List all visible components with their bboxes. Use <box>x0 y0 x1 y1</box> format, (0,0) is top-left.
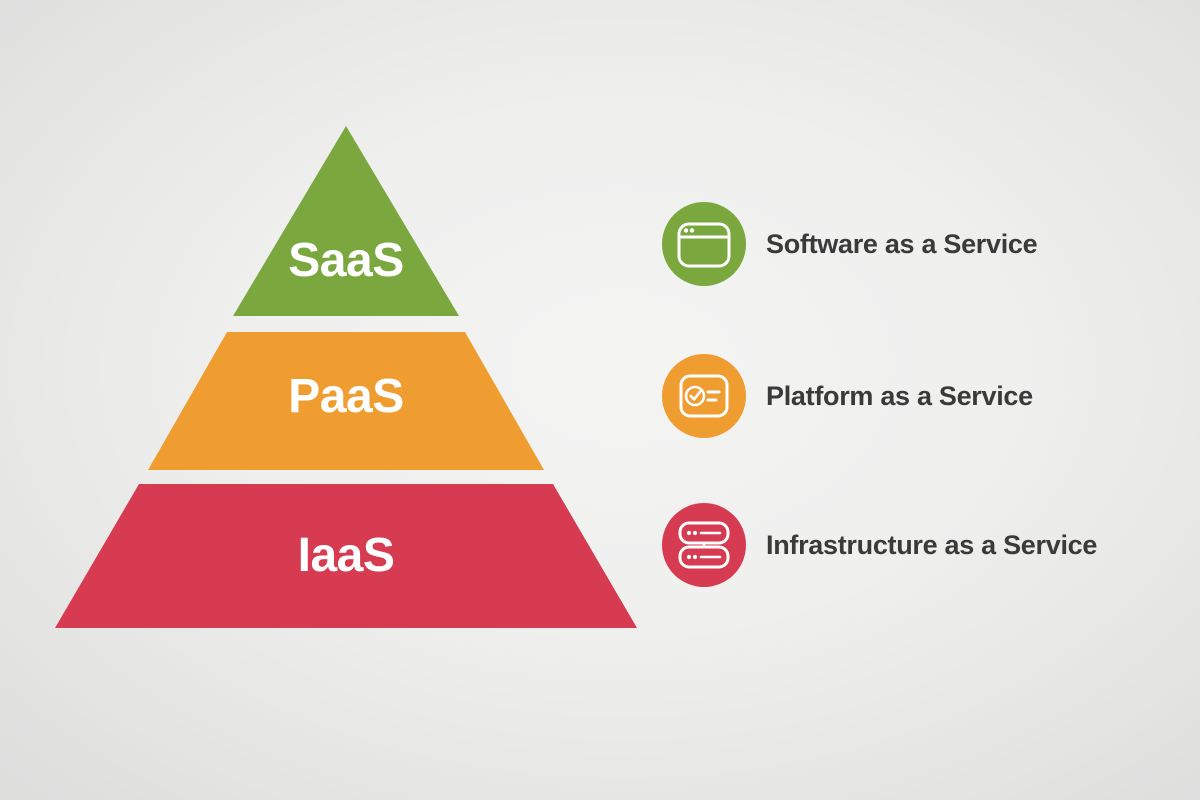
pyramid-label-saas: SaaS <box>288 234 403 287</box>
browser-window-icon <box>662 202 746 286</box>
legend-item-saas: Software as a Service <box>662 202 1038 286</box>
pyramid-label-paas: PaaS <box>288 370 403 423</box>
pyramid-layer-paas <box>148 332 544 470</box>
legend-label-paas: Platform as a Service <box>766 380 1033 411</box>
legend-badge-saas <box>662 202 746 286</box>
legend-item-iaas: Infrastructure as a Service <box>662 503 1097 587</box>
pyramid-layer-saas <box>233 126 459 316</box>
legend-item-paas: Platform as a Service <box>662 354 1033 438</box>
checklist-card-icon <box>662 354 746 438</box>
legend-label-iaas: Infrastructure as a Service <box>766 529 1098 560</box>
legend-label-saas: Software as a Service <box>766 228 1038 259</box>
pyramid-label-iaas: IaaS <box>298 529 395 582</box>
pyramid-layer-iaas <box>55 484 637 628</box>
server-stack-icon <box>662 503 746 587</box>
